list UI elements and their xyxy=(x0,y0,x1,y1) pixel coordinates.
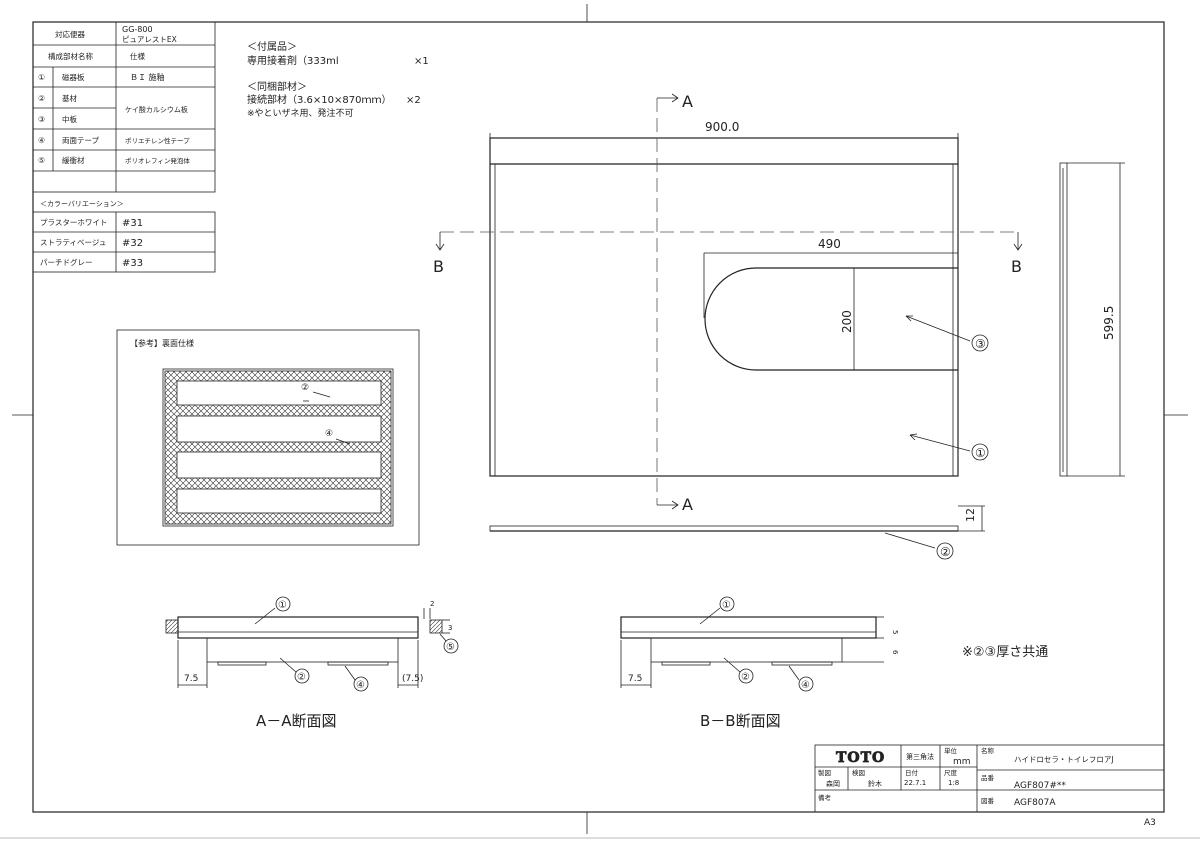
spec-row-no: ⑤ xyxy=(38,156,45,165)
bb-title: B－B断面図 xyxy=(700,712,781,730)
color-name: ストラティベージュ xyxy=(40,238,106,247)
color-variation-table: ＜カラーバリエーション＞ プラスターホワイト #31 ストラティベージュ #32… xyxy=(32,200,216,273)
aa-dim-side: 3 xyxy=(448,624,452,632)
dim-cut-height: 200 xyxy=(840,310,854,333)
section-a-bottom: A xyxy=(682,495,693,514)
product-name: ハイドロセラ・トイレフロアJ xyxy=(1014,755,1114,764)
bb-dim-6: 6 xyxy=(891,650,899,655)
bb-dim-left: 7.5 xyxy=(628,674,642,684)
spec-row-name: 基材 xyxy=(62,93,77,103)
spec-row-spec-merged: ケイ酸カルシウム板 xyxy=(125,105,188,114)
accessories-qty: ×1 xyxy=(414,56,429,67)
title-block: TOTO 第三角法 単位 mm 名称 ハイドロセラ・トイレフロアJ 製図 森岡 … xyxy=(814,744,1165,813)
section-aa: 7.5 (7.5) 2 3 ① ② ④ ⑤ A－A断面図 xyxy=(165,596,459,730)
spec-row-no: ① xyxy=(38,73,45,82)
date-label: 日付 xyxy=(905,768,919,777)
dim-width: 900.0 xyxy=(705,120,739,134)
spec-row-no: ④ xyxy=(38,136,45,145)
part-no: AGF807#** xyxy=(1014,781,1066,791)
included-parts-title: ＜同梱部材＞ xyxy=(247,80,307,93)
spec-row-spec: ポリオレフィン発泡体 xyxy=(125,156,190,165)
dim-height: 599.5 xyxy=(1102,306,1116,340)
aa-dim-left: 7.5 xyxy=(184,674,198,684)
dim-cut-width: 490 xyxy=(818,237,841,251)
checked-label: 検図 xyxy=(852,768,865,777)
projection-label: 第三角法 xyxy=(906,752,934,761)
color-code: #33 xyxy=(122,258,143,269)
plan-callout-3: ③ xyxy=(975,337,986,351)
spec-header-value-1: GG-800 xyxy=(122,25,153,34)
scale-label: 尺度 xyxy=(944,768,958,777)
drawn-label: 製図 xyxy=(818,768,831,777)
spec-col-name: 構成部材名称 xyxy=(48,51,93,61)
sheet-frame xyxy=(0,4,1200,839)
included-parts-item: 接続部材（3.6×10×870ｍｍ） xyxy=(247,93,391,106)
checked-by: 鈴木 xyxy=(868,779,882,788)
color-name: プラスターホワイト xyxy=(40,218,107,227)
aa-dim-top: 2 xyxy=(430,600,434,608)
spec-row-spec: ポリエチレン性テープ xyxy=(125,136,190,145)
back-view-title: 【参考】裏面仕様 xyxy=(130,338,194,348)
common-thickness-note: ※②③厚さ共通 xyxy=(962,645,1048,660)
spec-header-label: 対応便器 xyxy=(55,29,85,39)
edge-callout-2: ② xyxy=(940,545,951,559)
spec-row-name: 磁器板 xyxy=(62,72,85,82)
included-parts-note: ※やといザネ用、発注不可 xyxy=(247,107,354,119)
bb-dim-5: 5 xyxy=(891,630,899,634)
scale-value: 1:8 xyxy=(948,779,959,787)
drawn-by: 森岡 xyxy=(826,779,840,788)
spec-row-name: 両面テープ xyxy=(62,136,100,145)
side-view: 599.5 xyxy=(1059,162,1125,477)
section-b-left: B xyxy=(433,257,444,276)
section-b-right: B xyxy=(1011,257,1022,276)
spec-row-no: ② xyxy=(38,94,45,103)
accessories-item: 専用接着剤（333ml xyxy=(247,54,339,67)
aa-callout-5: ⑤ xyxy=(446,642,455,653)
bb-callout-4: ④ xyxy=(801,680,810,691)
brand-logo: TOTO xyxy=(836,750,885,766)
color-code: #32 xyxy=(122,238,143,249)
aa-callout-1: ① xyxy=(278,600,287,611)
spec-row-name: 中板 xyxy=(62,114,77,124)
accessories-notes: ＜付属品＞ 専用接着剤（333ml ×1 ＜同梱部材＞ 接続部材（3.6×10×… xyxy=(247,40,429,119)
aa-dim-right: (7.5) xyxy=(402,674,423,684)
unit-value: mm xyxy=(953,757,971,767)
aa-callout-4: ④ xyxy=(356,680,365,691)
spec-header-value-2: ピュアレストEX xyxy=(122,35,177,44)
color-name: パーチドグレー xyxy=(40,257,93,267)
color-variation-title: ＜カラーバリエーション＞ xyxy=(40,200,124,208)
included-parts-qty: ×2 xyxy=(406,95,421,106)
edge-view: 12 ② xyxy=(489,505,985,560)
back-view-callout-2: ② xyxy=(301,383,309,393)
remarks-label: 備考 xyxy=(818,793,832,802)
section-bb: 7.5 5 6 ① ② ④ B－B断面図 xyxy=(620,596,899,730)
color-code: #31 xyxy=(122,218,143,229)
plan-view: 900.0 490 200 A A B B ③ ① xyxy=(433,92,1023,514)
back-view-reference: 【参考】裏面仕様 ② ④ xyxy=(116,329,420,546)
plan-callout-1: ① xyxy=(975,446,986,460)
bb-callout-1: ① xyxy=(722,600,731,611)
section-a-top: A xyxy=(682,92,693,111)
sheet-size: A3 xyxy=(1144,818,1156,828)
date-value: 22.7.1 xyxy=(904,779,926,787)
accessories-title: ＜付属品＞ xyxy=(247,40,297,53)
part-no-label: 品番 xyxy=(981,774,995,782)
drawing-no-label: 図番 xyxy=(981,797,995,805)
spec-row-spec: ＢＩ 施釉 xyxy=(130,72,165,82)
spec-col-spec: 仕様 xyxy=(130,51,145,61)
name-label: 名称 xyxy=(981,746,995,755)
aa-callout-2: ② xyxy=(297,672,306,683)
unit-label: 単位 xyxy=(944,746,958,755)
dim-thickness: 12 xyxy=(964,508,977,522)
bb-callout-2: ② xyxy=(741,672,750,683)
spec-table: 対応便器 GG-800 ピュアレストEX 構成部材名称 仕様 ① 磁器板 ＢＩ … xyxy=(32,21,216,193)
aa-title: A－A断面図 xyxy=(256,712,337,730)
spec-row-no: ③ xyxy=(38,115,45,124)
drawing-no: AGF807A xyxy=(1014,798,1056,808)
spec-row-name: 緩衝材 xyxy=(62,155,85,165)
back-view-callout-4: ④ xyxy=(325,429,333,439)
